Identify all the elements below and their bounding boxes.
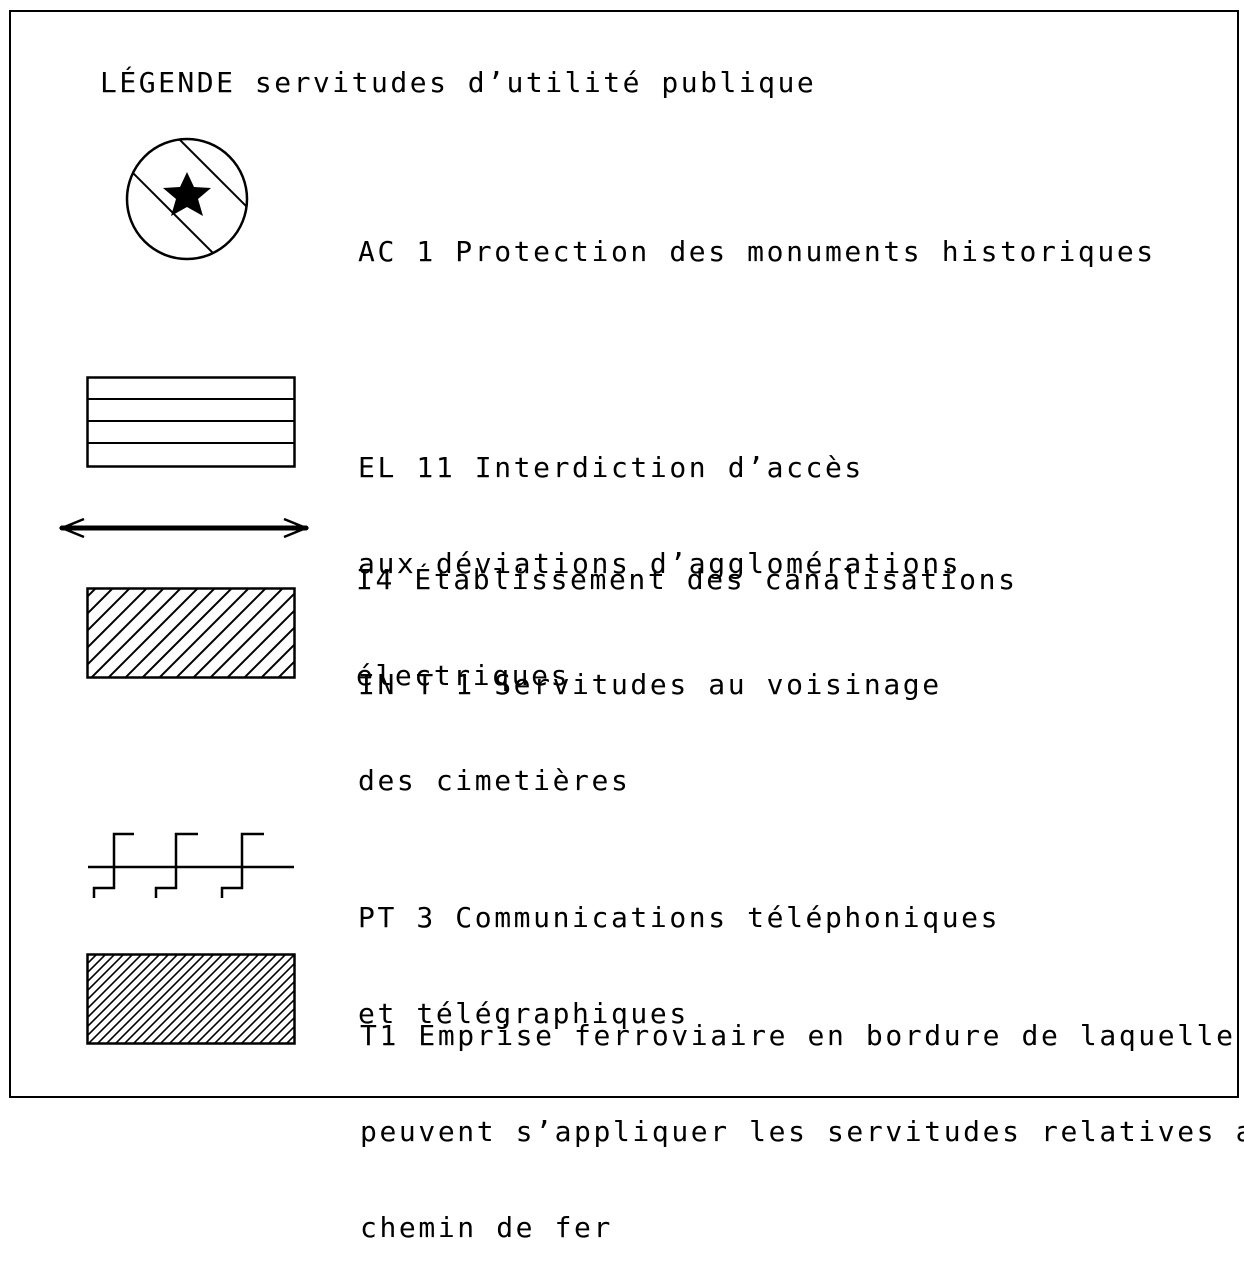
legend-entry-int1: IN T 1 Servitudes au voisinage des cimet…	[358, 605, 942, 829]
legend-entry-line: EL 11 Interdiction d’accès	[358, 451, 864, 484]
legend-title: LÉGENDE servitudes d’utilité publique	[100, 66, 817, 99]
legend-entry-line: T1 Emprise ferroviaire en bordure de laq…	[360, 1019, 1236, 1052]
diagonal-hatch-rect-icon	[86, 587, 296, 679]
telephone-line-icon	[88, 832, 294, 898]
double-arrow-line-icon	[58, 517, 310, 539]
legend-entry-line: I4 Établissement des canalisations	[356, 563, 1018, 596]
legend-entry-pt3: PT 3 Communications téléphoniques et tél…	[358, 838, 1000, 1062]
legend-entry-line: chemin de fer	[360, 1211, 613, 1244]
legend-entry-line: peuvent s’appliquer les servitudes relat…	[360, 1115, 1244, 1148]
legend-entry-line: et télégraphiques	[358, 997, 689, 1030]
legend-entry-line: des cimetières	[358, 764, 631, 797]
legend-entry-line: IN T 1 Servitudes au voisinage	[358, 668, 942, 701]
legend-entry-line: aux déviations d’agglomérations	[358, 547, 962, 580]
horizontal-lines-rect-icon	[86, 376, 296, 468]
legend-entry-line: AC 1 Protection des monuments historique…	[358, 235, 1156, 268]
legend-entry-t1: T1 Emprise ferroviaire en bordure de laq…	[360, 956, 1244, 1276]
legend-entry-line: PT 3 Communications téléphoniques	[358, 901, 1001, 934]
legend-entry-i4: I4 Établissement des canalisations élect…	[356, 500, 1018, 724]
legend-entry-line: électriques	[356, 659, 571, 692]
legend-entry-el11: EL 11 Interdiction d’accès aux déviation…	[358, 388, 961, 612]
circle-star-hatched-icon	[125, 137, 249, 261]
dense-hatch-rect-icon	[86, 953, 296, 1045]
legend-entry-ac1: AC 1 Protection des monuments historique…	[358, 172, 1156, 300]
legend-frame	[9, 10, 1239, 1098]
